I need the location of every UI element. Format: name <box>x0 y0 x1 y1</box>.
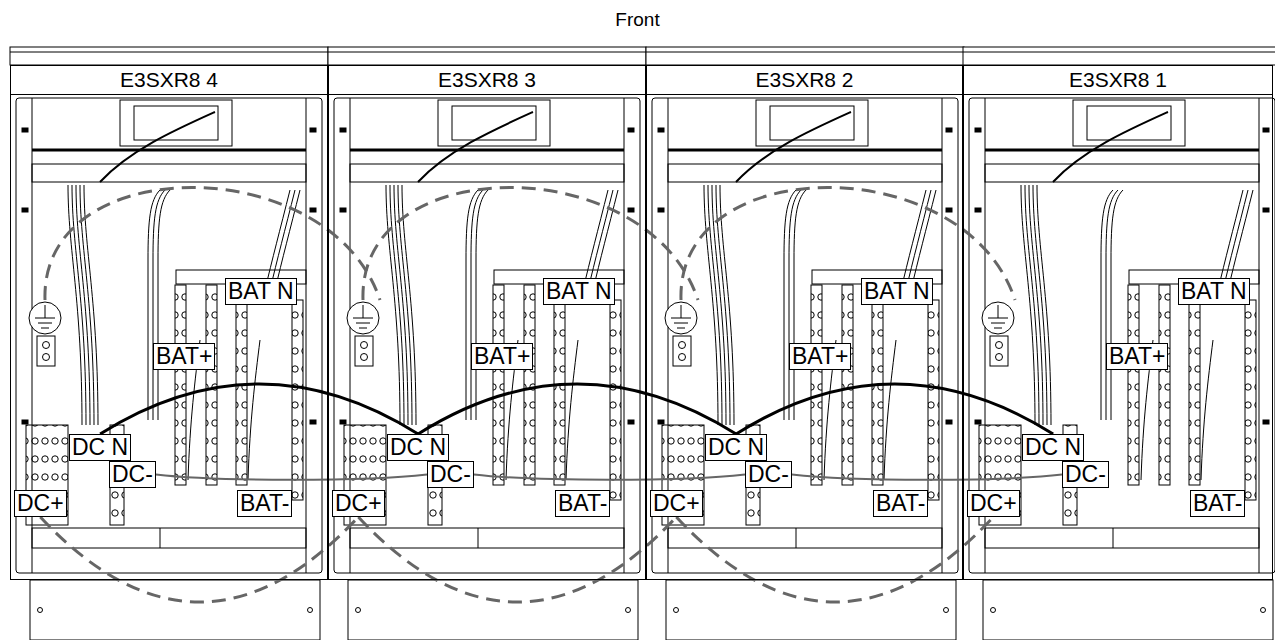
terminal-label: DC+ <box>967 490 1020 517</box>
terminal-text: BAT- <box>240 490 289 516</box>
terminal-text: DC+ <box>17 490 64 516</box>
terminal-text: BAT- <box>876 490 925 516</box>
cabinet-name: E3SXR8 4 <box>11 66 327 95</box>
view-title: Front <box>0 8 1275 32</box>
cabinet-box: E3SXR8 3 BAT N BAT+ DC NDC- DC+ BAT- <box>328 65 646 580</box>
terminal-label: DC N <box>705 434 767 461</box>
terminal-text: BAT N <box>546 278 612 304</box>
terminal-label: BAT- <box>1190 490 1245 517</box>
terminal-label: BAT N <box>225 278 297 305</box>
cabinet-drawing <box>328 47 646 640</box>
power-cable <box>792 475 1062 480</box>
terminal-label: DC N <box>69 434 131 461</box>
terminal-label: BAT N <box>861 278 933 305</box>
terminal-text: DC N <box>72 434 128 460</box>
power-cable <box>358 517 676 602</box>
terminal-text: DC- <box>430 461 471 487</box>
terminal-text: DC N <box>708 434 764 460</box>
terminal-text: DC+ <box>335 490 382 516</box>
cabinet-box: E3SXR8 4 BAT N BAT+ DC NDC- DC+ BAT- <box>10 65 328 580</box>
cabinet-box: E3SXR8 2 BAT N BAT+ DC NDC- DC+ BAT- <box>646 65 963 580</box>
terminal-text: BAT+ <box>474 343 530 369</box>
cabinet-drawing <box>646 47 964 640</box>
terminal-text: BAT+ <box>792 343 848 369</box>
terminal-label: DC- <box>745 461 792 488</box>
cabinet-box: E3SXR8 1 BAT N BAT+ DC NDC- DC+ BAT- <box>963 65 1273 580</box>
terminal-label: BAT+ <box>789 343 851 370</box>
terminal-text: BAT N <box>228 278 294 304</box>
power-cable <box>156 475 427 480</box>
terminal-text: DC- <box>112 461 153 487</box>
cabinet-drawing <box>10 47 328 640</box>
terminal-text: BAT+ <box>156 343 212 369</box>
cabinet-name: E3SXR8 2 <box>647 66 962 95</box>
cabinet-drawing <box>963 47 1275 640</box>
terminal-label: BAT+ <box>153 343 215 370</box>
terminal-label: BAT N <box>1178 278 1250 305</box>
terminal-text: BAT N <box>1181 278 1247 304</box>
terminal-label: DC- <box>1062 461 1109 488</box>
terminal-label: BAT- <box>237 490 292 517</box>
power-cable <box>676 517 993 602</box>
terminal-label: BAT- <box>555 490 610 517</box>
power-cable <box>418 384 736 434</box>
power-cable <box>40 517 358 602</box>
terminal-text: BAT+ <box>1109 343 1165 369</box>
terminal-label: BAT+ <box>471 343 533 370</box>
terminal-text: DC N <box>390 434 446 460</box>
terminal-text: BAT- <box>558 490 607 516</box>
terminal-label: BAT+ <box>1106 343 1168 370</box>
power-cable <box>100 384 418 434</box>
cabinet-name: E3SXR8 3 <box>329 66 645 95</box>
terminal-label: DC N <box>387 434 449 461</box>
terminal-text: DC N <box>1025 434 1081 460</box>
terminal-text: DC+ <box>970 490 1017 516</box>
power-cable <box>736 384 1053 434</box>
terminal-label: DC N <box>1022 434 1084 461</box>
terminal-label: DC- <box>109 461 156 488</box>
terminal-text: DC- <box>1065 461 1106 487</box>
cabinet-name: E3SXR8 1 <box>964 66 1272 95</box>
power-cable <box>474 475 745 480</box>
terminal-label: DC+ <box>332 490 385 517</box>
terminal-text: DC- <box>748 461 789 487</box>
terminal-text: BAT- <box>1193 490 1242 516</box>
terminal-text: BAT N <box>864 278 930 304</box>
terminal-label: BAT- <box>873 490 928 517</box>
terminal-text: DC+ <box>653 490 700 516</box>
terminal-label: BAT N <box>543 278 615 305</box>
terminal-label: DC+ <box>650 490 703 517</box>
terminal-label: DC- <box>427 461 474 488</box>
terminal-label: DC+ <box>14 490 67 517</box>
